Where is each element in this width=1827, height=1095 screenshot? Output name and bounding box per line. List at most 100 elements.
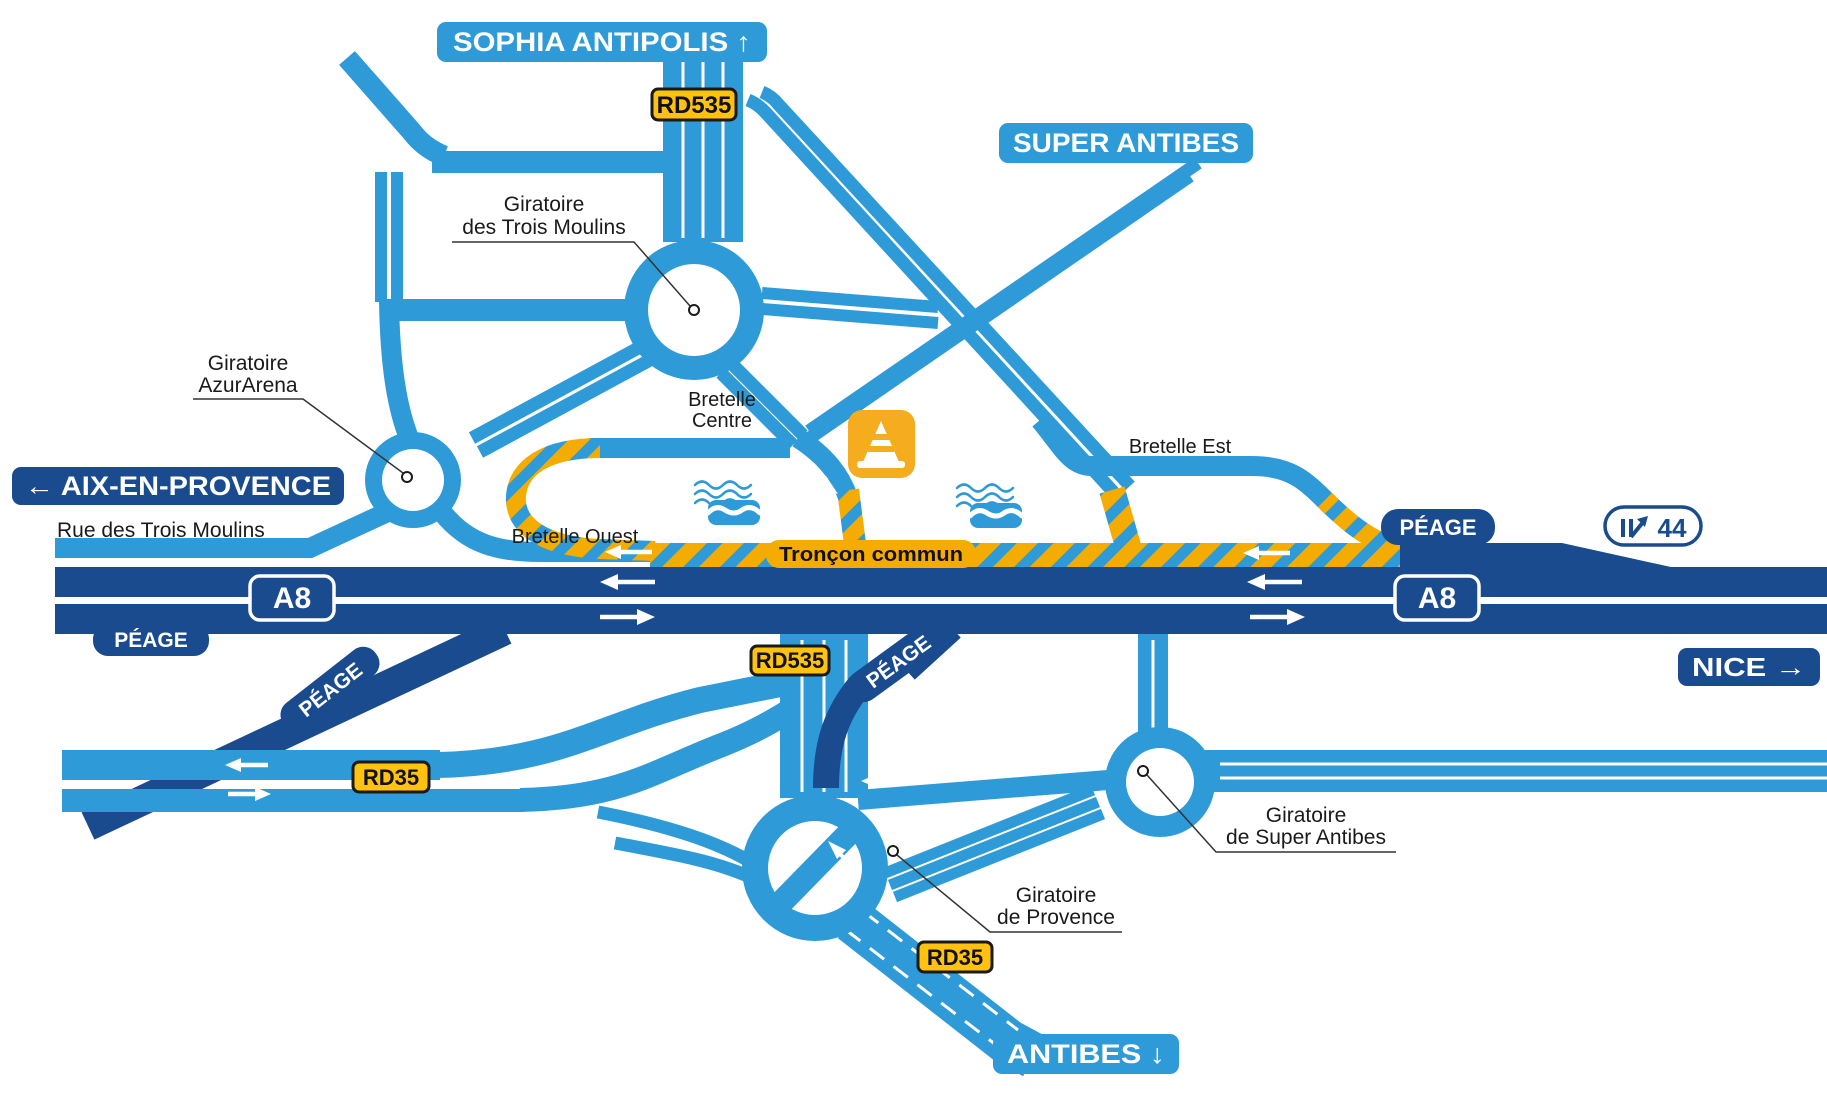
provence-leader (896, 854, 1122, 933)
roundabout-azurarena-island (382, 449, 444, 511)
rd35-eb-link (519, 697, 801, 812)
a8-west-arrow-2 (1247, 574, 1265, 590)
flood-icon-east (957, 485, 1022, 529)
exit-44-text: 44 (1658, 513, 1687, 543)
provence-super-tri-c (892, 808, 1106, 903)
bretelle-centre-label-1: Bretelle (688, 389, 756, 411)
rd35-west-badge-text: RD35 (363, 765, 419, 790)
rue-trois-moulins-road (55, 500, 397, 558)
rd35-antibes-dash-a (845, 928, 1001, 1050)
road-to-azurarena (379, 299, 419, 442)
bretelle-ouest-arrow (605, 545, 621, 559)
toll-exit-lane (1400, 543, 1562, 569)
rd35-south-badge-text: RD35 (927, 945, 983, 970)
roundabout-super-antibes-island (1126, 748, 1194, 816)
toll-badge-west-text: PÉAGE (114, 629, 188, 652)
nice-sign-text: NICE → (1692, 652, 1806, 682)
antibes-sign-text: ANTIBES ↓ (1007, 1039, 1165, 1069)
direction-arrows (225, 462, 1305, 872)
super-antibes-label-2: de Super Antibes (1226, 826, 1386, 849)
road-tm-azur-b (476, 354, 654, 458)
provence-lane-arrow (828, 841, 846, 859)
roadworks-icon (848, 410, 915, 478)
aix-sign (12, 467, 344, 505)
azurarena-label-2: AzurArena (198, 374, 298, 397)
provence-super-road (857, 770, 1109, 810)
road-tm-se-a (726, 358, 808, 440)
rd535-south-badge (749, 644, 831, 677)
super-antibes-sign (999, 123, 1253, 163)
rd-badges: RD535 RD535 RD35 RD35 (351, 87, 994, 974)
provence-super-arrow (861, 774, 877, 788)
provence-super-tri-a (882, 784, 1096, 879)
motorway-badges: A8 A8 44 (248, 505, 1703, 622)
trois-moulins-label-1: Giratoire (504, 193, 585, 216)
rd35-wb-link (437, 669, 793, 778)
azurarena-leader (193, 398, 404, 474)
flood-icon-west (695, 482, 760, 526)
sophia-sign (437, 22, 767, 62)
exit-44-badge (1603, 505, 1703, 547)
road-long-diagonal-b (759, 85, 1135, 491)
toll-badge-west (93, 624, 209, 656)
east-band-lanes (1220, 762, 1827, 780)
rd535-south-badge-text: RD535 (756, 648, 824, 673)
text-labels: Rue des Trois Moulins Bretelle Ouest Bre… (57, 193, 1396, 933)
super-antibes-leader (1146, 774, 1396, 853)
works-band-arrow (1243, 546, 1259, 560)
provence-label-1: Giratoire (1016, 884, 1097, 907)
provence-label-2: de Provence (997, 906, 1115, 929)
nice-sign (1678, 648, 1820, 686)
a8-west-arrow (600, 574, 618, 590)
rd35-eastbound (62, 789, 524, 812)
trois-moulins-label-2: des Trois Moulins (462, 216, 625, 239)
provence-through-lane (761, 815, 867, 923)
works-bretelle-est-merge (1317, 492, 1407, 561)
a8-east-arrow (637, 609, 655, 625)
toll-badge-east (1381, 509, 1495, 545)
rd35-west-badge (351, 760, 431, 794)
super-antibes-sign-text: SUPER ANTIBES (1013, 128, 1239, 158)
road-east-spoke-a (761, 287, 939, 313)
works-section-text: Tronçon commun (779, 544, 963, 566)
road-east-spoke-b (761, 303, 939, 329)
provence-super-tri-b (887, 796, 1101, 891)
rd35-west-arrow (225, 758, 241, 772)
bretelle-ouest-road (434, 505, 655, 562)
azurarena-marker (401, 471, 413, 483)
provence-west-link-b (613, 836, 753, 883)
road-tm-azur-a (468, 340, 646, 444)
rd35-east-arrow (255, 787, 271, 801)
a8-westbound (55, 567, 1827, 597)
antibes-sign (993, 1034, 1179, 1074)
exit-icon-head (1637, 516, 1648, 527)
toll-exit-merge (1562, 543, 1680, 569)
super-antibes-label-1: Giratoire (1266, 804, 1347, 827)
trois-moulins-leader (452, 241, 691, 307)
bretelle-est-road (1032, 413, 1340, 515)
provence-marker (887, 845, 899, 857)
rd35-south-badge (916, 940, 994, 974)
road-tm-se-b (716, 368, 798, 450)
a8-badge-east (1393, 574, 1481, 622)
a8-badge-east-text: A8 (1418, 582, 1456, 615)
sophia-sign-text: SOPHIA ANTIPOLIS ↑ (453, 27, 751, 57)
rd535-north-badge-text: RD535 (657, 92, 732, 119)
destination-signs: SOPHIA ANTIPOLIS ↑ SUPER ANTIBES ← AIX-E… (12, 22, 1820, 1074)
bretelle-est-label: Bretelle Est (1129, 436, 1232, 458)
a8-east-arrow-2 (1287, 609, 1305, 625)
bretelle-ouest-label: Bretelle Ouest (512, 526, 639, 548)
a8-badge-west-text: A8 (273, 582, 311, 615)
works-east-crossing (1099, 486, 1147, 571)
works-section-label: Tronçon commun (766, 540, 976, 568)
roundabouts-layer (365, 240, 1215, 941)
works-loop-arc (505, 438, 656, 561)
road-super-diagonal-b (797, 170, 1194, 450)
azurarena-label-1: Giratoire (208, 352, 289, 375)
rd535-north-badge (650, 87, 738, 122)
bretelle-centre-label-2: Centre (692, 410, 752, 432)
super-antibes-marker (1137, 765, 1149, 777)
rue-trois-moulins-label: Rue des Trois Moulins (57, 519, 265, 542)
